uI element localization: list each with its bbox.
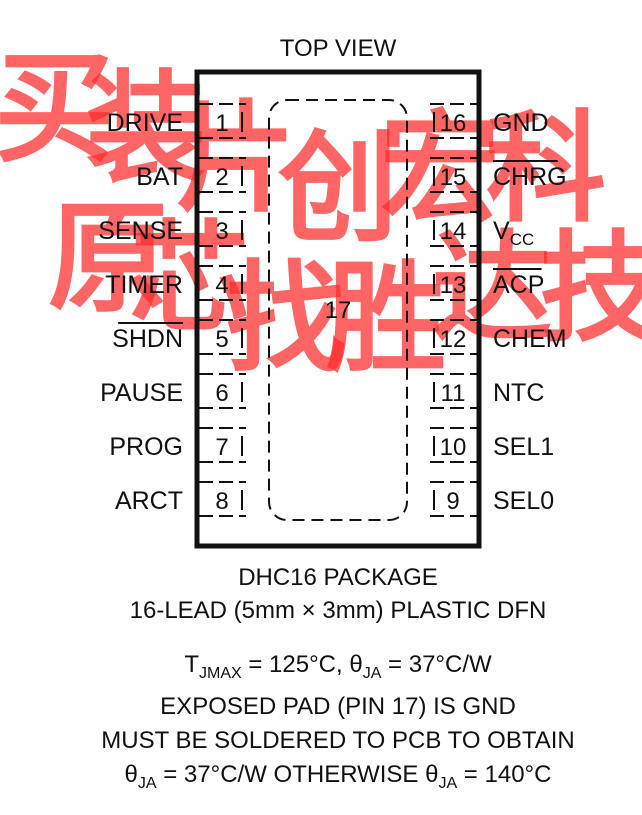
pin-label-sel1: SEL1	[493, 433, 554, 461]
pin-label-sense: SENSE	[98, 217, 183, 245]
pin-label-ntc: NTC	[493, 379, 544, 407]
pin-number: 3	[215, 218, 228, 245]
pin-2: 2 BAT	[136, 157, 246, 193]
pin-number: 7	[215, 434, 228, 461]
pin-label-sel0: SEL0	[493, 487, 554, 515]
exposed-pad-outline	[268, 99, 408, 521]
pin-number: 15	[440, 164, 467, 191]
watermark-glyph: 原	[48, 190, 168, 329]
pin-label-acp: ACP	[493, 271, 544, 299]
left-pin-column: 1 DRIVE 2 BAT 3 SENSE 4 TIMER 5 SHDN 6 PAUSE 7 PROG 8 A…	[98, 103, 246, 517]
pin-number: 5	[215, 326, 228, 353]
watermark-glyph: 技	[540, 220, 642, 359]
watermark-glyph: 胜	[326, 250, 446, 389]
watermark-glyph: 达	[432, 220, 552, 359]
pin-number: 6	[215, 380, 228, 407]
pin-number: 12	[440, 326, 467, 353]
pin-12: 12 CHEM	[430, 319, 567, 355]
package-outline	[194, 69, 482, 549]
pin-14: 14 VCC	[430, 211, 534, 249]
pin-15: 15 CHRG	[430, 157, 567, 193]
pin-number: 13	[440, 272, 467, 299]
pin-number: 10	[440, 434, 467, 461]
pin-1: 1 DRIVE	[107, 103, 246, 139]
pin-number: 16	[440, 110, 467, 137]
pin-4: 4 TIMER	[105, 265, 246, 301]
pin-label-bat: BAT	[136, 163, 183, 191]
pin-9: 9 SEL0	[430, 481, 554, 517]
package-description: 16-LEAD (5mm × 3mm) PLASTIC DFN	[130, 597, 547, 624]
pin-label-pause: PAUSE	[100, 379, 183, 407]
right-pin-column: 16 GND 15 CHRG 14 VCC 13 ACP 12 CHEM 11 NTC 10 SEL1 9 S…	[430, 103, 567, 517]
watermark-glyph: 装	[86, 60, 206, 199]
pin-number: 11	[441, 380, 466, 407]
pin-6: 6 PAUSE	[100, 373, 246, 409]
pin-10: 10 SEL1	[430, 427, 554, 463]
watermark-glyph: 芯	[130, 210, 250, 349]
pin-number: 8	[215, 488, 228, 515]
pin-label-drive: DRIVE	[107, 109, 183, 137]
watermark-glyph: 科	[486, 100, 606, 239]
pin-label-arct: ARCT	[115, 487, 183, 515]
top-view-label: TOP VIEW	[280, 35, 397, 62]
pin-7: 7 PROG	[109, 427, 246, 463]
pin-8: 8 ARCT	[115, 481, 246, 517]
package-name: DHC16 PACKAGE	[238, 564, 438, 591]
thermal-note-line1: TJMAX = 125°C, θJA = 37°C/W	[184, 651, 492, 682]
pin-label-shdn: SHDN	[112, 325, 183, 353]
pin-label-chrg: CHRG	[493, 163, 567, 191]
pin-16: 16 GND	[430, 103, 549, 139]
pin-label-v: VCC	[493, 217, 534, 249]
pin-number: 2	[215, 164, 228, 191]
pin-label-timer: TIMER	[105, 271, 183, 299]
thermal-note-line4: θJA = 37°C/W OTHERWISE θJA = 140°C	[125, 761, 552, 792]
pin-3: 3 SENSE	[98, 211, 246, 247]
pin-5: 5 SHDN	[112, 319, 246, 355]
watermark-glyph: 创	[278, 120, 398, 259]
pin-label-chem: CHEM	[493, 325, 567, 353]
pin-13: 13 ACP	[430, 265, 544, 301]
pin-number: 14	[440, 218, 467, 245]
watermark-glyph: 买	[0, 40, 114, 179]
thermal-note-line2: EXPOSED PAD (PIN 17) IS GND	[160, 693, 516, 720]
pin-number: 1	[215, 110, 228, 137]
pin-label-gnd: GND	[493, 109, 549, 137]
pin-number: 4	[215, 272, 228, 299]
exposed-pad-number: 17	[325, 297, 352, 324]
thermal-note-line3: MUST BE SOLDERED TO PCB TO OBTAIN	[101, 727, 574, 754]
pin-11: 11 NTC	[430, 373, 544, 409]
pin-number: 9	[446, 488, 459, 515]
pin-label-prog: PROG	[109, 433, 183, 461]
